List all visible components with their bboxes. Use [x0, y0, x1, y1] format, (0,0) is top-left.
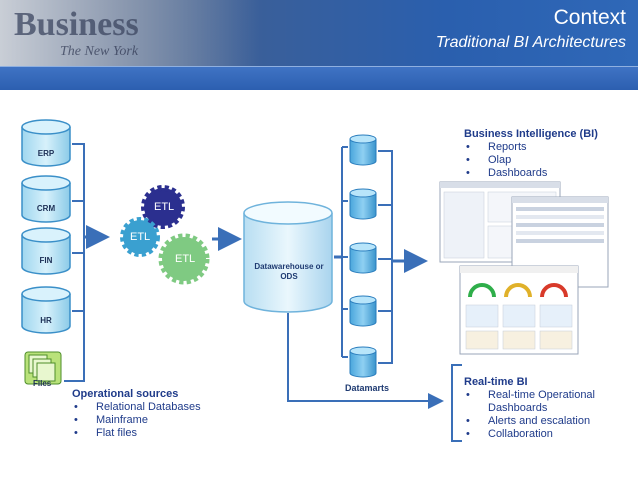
operational-sources-heading: Operational sources	[72, 388, 179, 400]
source-hr-label: HR	[40, 316, 52, 325]
datamart-cylinder	[349, 188, 377, 220]
slide-header: Business The New York Context Traditiona…	[0, 0, 638, 66]
source-erp-label: ERP	[37, 149, 55, 158]
source-hr-cylinder	[21, 286, 71, 334]
header-band	[0, 66, 638, 90]
bi-item: Olap	[464, 154, 634, 167]
dw-to-realtime-arrow	[287, 313, 444, 409]
datamarts-label: Datamarts	[345, 383, 390, 393]
datamarts-out-bracket	[378, 150, 393, 364]
etl-label-light: ETL	[130, 231, 151, 243]
header-photo	[0, 0, 260, 66]
datamart-cylinder	[349, 295, 377, 327]
source-fin-cylinder	[21, 227, 71, 275]
realtime-bi-block: Real-time BI Real-time Operational Dashb…	[464, 376, 634, 441]
realtime-bi-item: Collaboration	[464, 428, 634, 441]
etl-gear-dark	[141, 185, 185, 229]
etl-gear-green	[158, 233, 210, 285]
realtime-bi-heading: Real-time BI	[464, 376, 528, 388]
sources-bracket	[64, 143, 85, 382]
header-newspaper-sub: The New York	[60, 44, 139, 59]
bi-item: Dashboards	[464, 167, 634, 180]
datamart-cylinder	[349, 134, 377, 166]
datawarehouse-cylinder	[243, 201, 333, 313]
datamart-cylinder	[349, 346, 377, 378]
page-subtitle: Traditional BI Architectures	[435, 34, 626, 51]
datamart-cylinder	[349, 242, 377, 274]
bi-screenshots-image	[439, 181, 609, 355]
header-newspaper-brand: Business	[14, 6, 139, 43]
operational-source-item: Flat files	[72, 427, 252, 440]
operational-sources-block: Operational sources Relational Databases…	[72, 388, 252, 440]
etl-label-dark: ETL	[154, 201, 175, 213]
source-crm-cylinder	[21, 175, 71, 223]
etl-label-green: ETL	[175, 253, 196, 265]
datamarts-in-bracket	[341, 146, 348, 358]
files-icon	[24, 351, 62, 385]
operational-source-item: Relational Databases	[72, 401, 252, 414]
realtime-bracket	[451, 364, 462, 442]
bi-block: Business Intelligence (BI) Reports Olap …	[464, 128, 634, 180]
source-crm-label: CRM	[36, 204, 56, 213]
operational-source-item: Mainframe	[72, 414, 252, 427]
architecture-diagram	[21, 119, 609, 442]
bi-heading: Business Intelligence (BI)	[464, 128, 598, 140]
source-erp-cylinder	[21, 119, 71, 167]
bi-item: Reports	[464, 141, 634, 154]
source-fin-label: FIN	[39, 256, 53, 265]
datawarehouse-label: Datawarehouse or ODS	[254, 262, 324, 281]
realtime-bi-item: Real-time Operational Dashboards	[464, 389, 634, 415]
etl-gear-light	[120, 217, 160, 257]
realtime-bi-item: Alerts and escalation	[464, 415, 634, 428]
page-title: Context	[553, 6, 626, 29]
files-label: Files	[33, 379, 52, 388]
